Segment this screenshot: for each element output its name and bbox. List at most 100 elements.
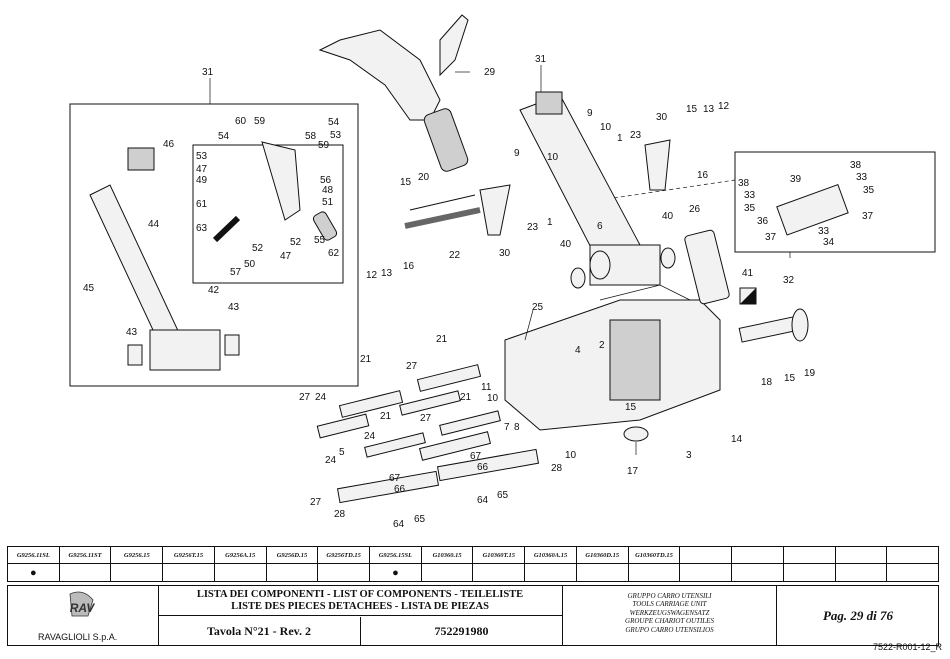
model-code: G9256T.15 bbox=[162, 546, 215, 564]
callout-55: 55 bbox=[314, 235, 326, 246]
callout-50: 50 bbox=[244, 259, 256, 270]
list-title-line1: LISTA DEI COMPONENTI - LIST OF COMPONENT… bbox=[196, 589, 524, 600]
model-code: G10360.15 bbox=[420, 546, 474, 564]
model-code: G9256D.15 bbox=[265, 546, 319, 564]
model-code: G9256TD.15 bbox=[317, 546, 371, 564]
model-mark bbox=[110, 563, 164, 582]
callout-10c: 10 bbox=[487, 393, 499, 404]
detail-frame-31 bbox=[69, 103, 359, 387]
callout-17: 17 bbox=[627, 466, 639, 477]
list-title-line2: LISTE DES PIECES DETACHEES - LISTA DE PI… bbox=[231, 601, 489, 612]
callout-59a: 59 bbox=[254, 116, 266, 127]
model-mark bbox=[782, 563, 836, 582]
callout-21a: 21 bbox=[436, 334, 448, 345]
list-title: LISTA DEI COMPONENTI - LIST OF COMPONENT… bbox=[158, 586, 562, 616]
callout-13b: 13 bbox=[703, 104, 715, 115]
callout-18: 18 bbox=[761, 377, 773, 388]
callout-21b: 21 bbox=[360, 354, 372, 365]
callout-53a: 53 bbox=[330, 130, 342, 141]
callout-37b: 37 bbox=[765, 232, 777, 243]
callout-47b: 47 bbox=[280, 251, 292, 262]
callout-44: 44 bbox=[148, 219, 160, 230]
model-mark-row: ● ● bbox=[7, 563, 939, 582]
callout-22: 22 bbox=[449, 250, 461, 261]
callout-47a: 47 bbox=[196, 164, 208, 175]
part-list-code: 752291980 bbox=[434, 624, 489, 638]
part-63-spring bbox=[212, 215, 241, 243]
group-description: GRUPPO CARRO UTENSILI TOOLS CARRIAGE UNI… bbox=[563, 586, 777, 645]
callout-15a: 15 bbox=[400, 177, 412, 188]
group-line: GRUPO CARRO UTENSILIOS bbox=[625, 625, 714, 634]
page-number: Pag. 29 di 76 bbox=[822, 608, 894, 623]
model-code: G10360A.15 bbox=[524, 546, 577, 564]
callout-33a: 33 bbox=[856, 172, 868, 183]
part-40-ring-right bbox=[660, 247, 676, 269]
callout-21c: 21 bbox=[460, 392, 472, 403]
callout-46: 46 bbox=[163, 139, 175, 150]
callout-61: 61 bbox=[196, 199, 208, 210]
callout-12a: 12 bbox=[366, 270, 378, 281]
callout-52b: 52 bbox=[252, 243, 264, 254]
model-mark bbox=[265, 563, 319, 582]
callout-34: 34 bbox=[823, 237, 835, 248]
callout-9b: 9 bbox=[587, 108, 593, 119]
part-36-block bbox=[776, 183, 849, 236]
model-mark bbox=[317, 563, 371, 582]
logo-cell: RAV RAVAGLIOLI S.p.A. bbox=[8, 586, 159, 645]
callout-15b: 15 bbox=[686, 104, 698, 115]
model-mark bbox=[420, 563, 474, 582]
callout-27a: 27 bbox=[406, 361, 418, 372]
callout-12b: 12 bbox=[718, 101, 730, 112]
model-code bbox=[886, 546, 939, 564]
callout-4: 4 bbox=[575, 345, 581, 356]
callout-13a: 13 bbox=[381, 268, 393, 279]
callout-40a: 40 bbox=[560, 239, 572, 250]
callout-62: 62 bbox=[328, 248, 340, 259]
model-code bbox=[834, 546, 888, 564]
callout-24c: 24 bbox=[325, 455, 337, 466]
tavola-number: Tavola N°21 - Rev. 2 bbox=[158, 617, 361, 645]
model-code: G9256.15SL bbox=[369, 546, 422, 564]
callout-30b: 30 bbox=[656, 112, 668, 123]
callout-45: 45 bbox=[83, 283, 95, 294]
callout-15d: 15 bbox=[625, 402, 637, 413]
callout-10a: 10 bbox=[547, 152, 559, 163]
callout-58: 58 bbox=[305, 131, 317, 142]
callout-64b: 64 bbox=[477, 495, 489, 506]
group-line: GRUPPO CARRO UTENSILI bbox=[627, 592, 712, 600]
group-line: WERKZEUGSWAGENSATZ bbox=[629, 608, 710, 617]
callout-67a: 67 bbox=[389, 473, 401, 484]
part-17-clamp bbox=[623, 426, 649, 442]
group-line: TOOLS CARRIAGE UNIT bbox=[632, 600, 707, 609]
callout-65a: 65 bbox=[414, 514, 426, 525]
model-code: G9256.15 bbox=[110, 546, 164, 564]
callout-43b: 43 bbox=[126, 327, 138, 338]
part-62-knob bbox=[312, 211, 338, 241]
model-code: G9256.11ST bbox=[58, 546, 112, 564]
model-mark bbox=[213, 563, 267, 582]
document-reference: 7522-R001-12_R bbox=[872, 642, 942, 652]
callout-43a: 43 bbox=[228, 302, 240, 313]
callouts: 31 31 29 46 60 59 54 54 58 53 59 53 47 4… bbox=[83, 54, 875, 530]
logo-letters: RAV bbox=[70, 601, 95, 615]
model-mark: ● bbox=[369, 563, 422, 582]
callout-25: 25 bbox=[532, 302, 544, 313]
callout-1a: 1 bbox=[547, 217, 553, 228]
callout-15c: 15 bbox=[784, 373, 796, 384]
callout-37a: 37 bbox=[862, 211, 874, 222]
model-mark bbox=[627, 563, 681, 582]
callout-64a: 64 bbox=[393, 519, 405, 530]
callout-48: 48 bbox=[322, 185, 334, 196]
model-mark bbox=[731, 563, 784, 582]
group-line: GROUPE CHARIOT OUTILES bbox=[625, 617, 714, 626]
part-19-shaft bbox=[738, 308, 809, 343]
callout-23b: 23 bbox=[630, 130, 642, 141]
ravaglioli-logo: RAV bbox=[69, 591, 95, 617]
callout-1b: 1 bbox=[617, 133, 623, 144]
part-26-link bbox=[684, 229, 730, 305]
model-mark: ● bbox=[7, 563, 60, 582]
part-40-ring-left bbox=[570, 267, 586, 289]
callout-24b: 24 bbox=[364, 431, 376, 442]
model-mark bbox=[886, 563, 939, 582]
callout-38b: 38 bbox=[738, 178, 750, 189]
